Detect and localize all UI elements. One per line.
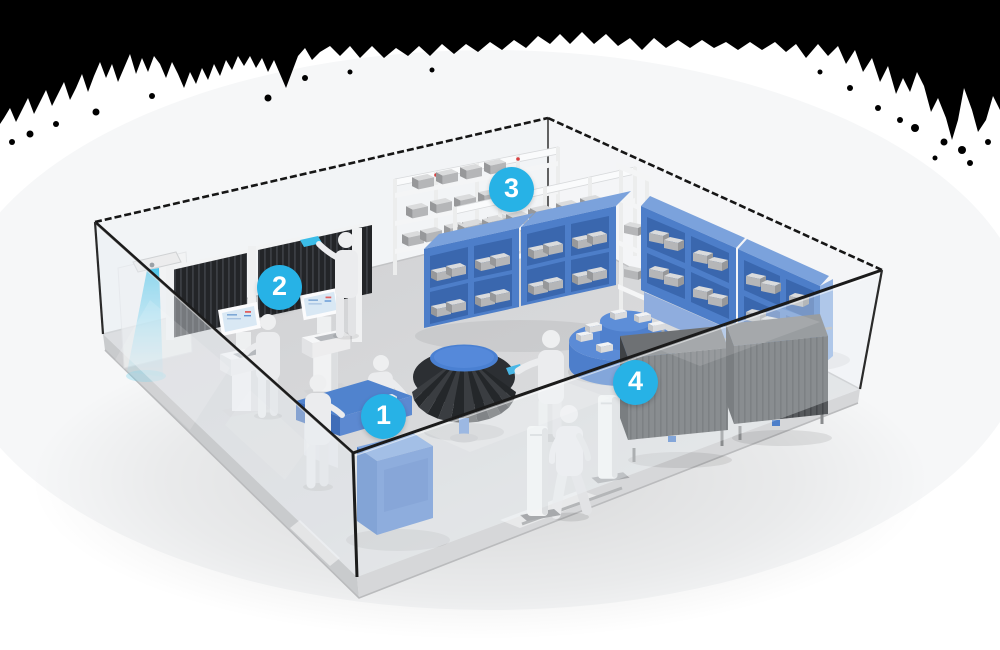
person-figure (316, 232, 359, 340)
glass-wall-front (95, 222, 882, 577)
sensor-beam (127, 268, 163, 377)
marker-1-label: 1 (375, 400, 392, 430)
marker-1[interactable]: 1 (361, 394, 406, 439)
marker-2[interactable]: 2 (257, 265, 302, 310)
marker-2-label: 2 (271, 271, 288, 301)
marker-3-label: 3 (503, 173, 520, 203)
marker-4-label: 4 (627, 366, 644, 396)
dark-wall-racks (166, 221, 374, 340)
person-figure (548, 405, 592, 522)
marker-3[interactable]: 3 (489, 167, 534, 212)
person-figure (303, 374, 345, 491)
service-desk-area (296, 355, 450, 551)
security-gates (520, 395, 630, 526)
returned-item (300, 236, 322, 247)
room-frame (93, 116, 884, 578)
marker-4[interactable]: 4 (613, 360, 658, 405)
top-mask (0, 0, 1000, 166)
